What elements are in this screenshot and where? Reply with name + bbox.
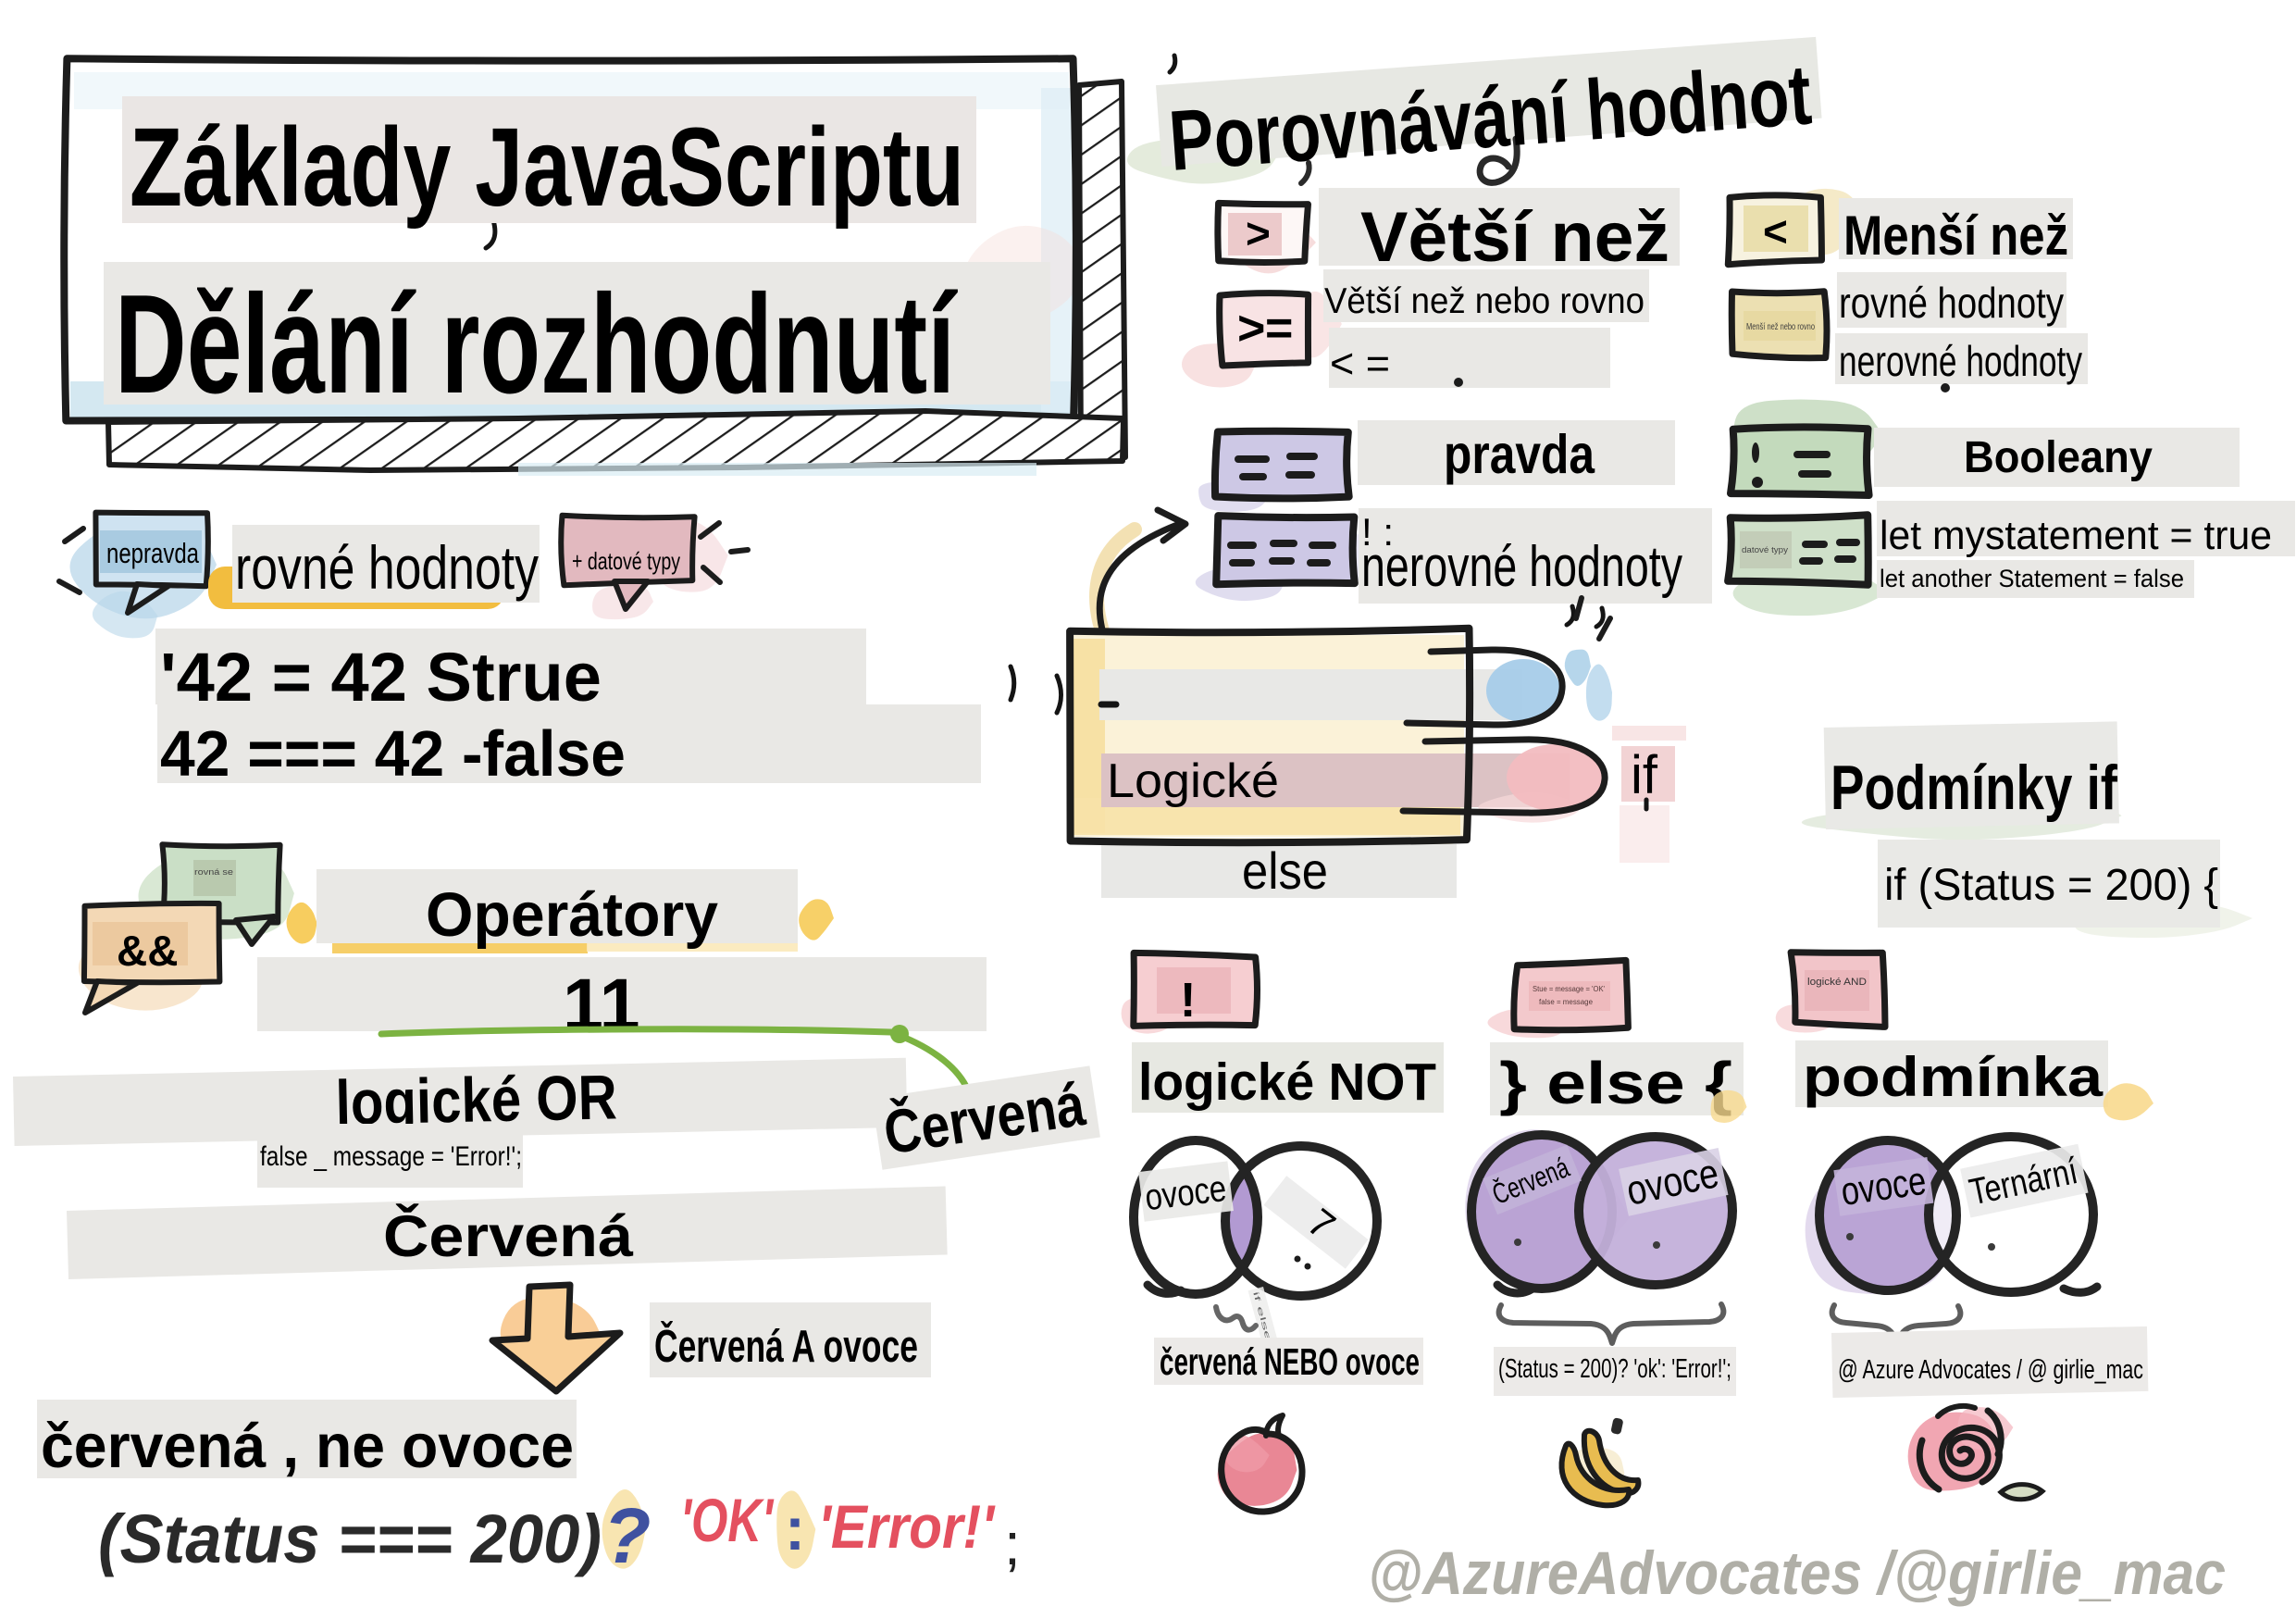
svg-text:<: <: [1763, 207, 1788, 255]
svg-text:podmínka: podmínka: [1803, 1046, 2104, 1108]
svg-text:Větší než: Větší než: [1360, 198, 1669, 277]
svg-text:'Error!': 'Error!': [818, 1492, 996, 1561]
svg-text:?: ?: [603, 1492, 651, 1579]
svg-text:;: ;: [1004, 1511, 1021, 1577]
svg-text:(Status === 200): (Status === 200): [98, 1501, 602, 1577]
svg-text:'42 = 42 Strue: '42 = 42 Strue: [160, 639, 602, 716]
svg-text:Podmínky if: Podmínky if: [1831, 753, 2117, 823]
svg-text:if: if: [1631, 745, 1658, 805]
svg-text:Menší než: Menší než: [1843, 205, 2068, 267]
svg-text:let mystatement = true: let mystatement = true: [1880, 513, 2272, 558]
svg-text:!: !: [1180, 974, 1196, 1027]
svg-text:Červená A ovoce: Červená A ovoce: [654, 1321, 918, 1372]
svg-text:nerovné hodnoty: nerovné hodnoty: [1839, 337, 2082, 385]
svg-text:&&: &&: [117, 927, 178, 975]
svg-text:Stue = message = 'OK': Stue = message = 'OK': [1533, 985, 1605, 993]
svg-text:+ datové typy: + datové typy: [572, 547, 680, 575]
svg-text:nepravda: nepravda: [106, 537, 200, 569]
svg-text:logické NOT: logické NOT: [1138, 1052, 1436, 1112]
svg-text:Červená: Červená: [383, 1203, 634, 1269]
svg-text:(Status = 200)? 'ok': 'Error!': (Status = 200)? 'ok': 'Error!';: [1498, 1354, 1731, 1384]
svg-text:>: >: [1246, 209, 1271, 257]
svg-text:červená , ne ovoce: červená , ne ovoce: [41, 1412, 574, 1481]
svg-text:rovná se: rovná se: [194, 867, 233, 877]
svg-text::: :: [785, 1494, 805, 1563]
svg-text:Dělání rozhodnutí: Dělání rozhodnutí: [115, 266, 958, 423]
svg-text:rovné hodnoty: rovné hodnoty: [235, 533, 539, 602]
svg-text:false = message: false = message: [1539, 998, 1594, 1006]
svg-text:} else {: } else {: [1499, 1050, 1732, 1116]
svg-text:Operátory: Operátory: [426, 880, 718, 950]
svg-text:! :: ! :: [1361, 510, 1394, 554]
svg-text:rovné hodnoty: rovné hodnoty: [1839, 279, 2064, 327]
svg-text:@ Azure Advocates / @ girlie_m: @ Azure Advocates / @ girlie_mac: [1838, 1355, 2143, 1385]
svg-text:červená NEBO ovoce: červená NEBO ovoce: [1160, 1340, 1420, 1383]
svg-text:else: else: [1242, 841, 1328, 900]
svg-text:@AzureAdvocates /@girlie_mac: @AzureAdvocates /@girlie_mac: [1368, 1538, 2226, 1607]
svg-text:Booleany: Booleany: [1964, 433, 2153, 482]
svg-text:Menší než nebo rovno: Menší než nebo rovno: [1746, 321, 1815, 332]
svg-text:ovoce: ovoce: [1143, 1168, 1229, 1218]
svg-text:datové typy: datové typy: [1742, 545, 1788, 555]
svg-text:42 === 42 -false: 42 === 42 -false: [160, 717, 626, 790]
svg-text:>: >: [1237, 302, 1265, 355]
svg-text:=: =: [1265, 302, 1293, 355]
svg-text:let another Statement = false: let another Statement = false: [1880, 565, 2184, 592]
svg-text:if (Status = 200) {: if (Status = 200) {: [1884, 861, 2218, 910]
svg-text:logické AND: logické AND: [1807, 977, 1867, 988]
svg-text:< =: < =: [1330, 340, 1390, 387]
svg-text:pravda: pravda: [1444, 424, 1595, 485]
svg-text:'OK': 'OK': [680, 1486, 775, 1554]
svg-text:Větší než nebo rovno: Větší než nebo rovno: [1324, 281, 1644, 321]
svg-text:Základy JavaScriptu: Základy JavaScriptu: [130, 104, 964, 230]
svg-text:Logické: Logické: [1107, 754, 1279, 808]
svg-text:false _ message = 'Error!';: false _ message = 'Error!';: [260, 1141, 522, 1172]
svg-text:nerovné hodnoty: nerovné hodnoty: [1361, 535, 1682, 599]
